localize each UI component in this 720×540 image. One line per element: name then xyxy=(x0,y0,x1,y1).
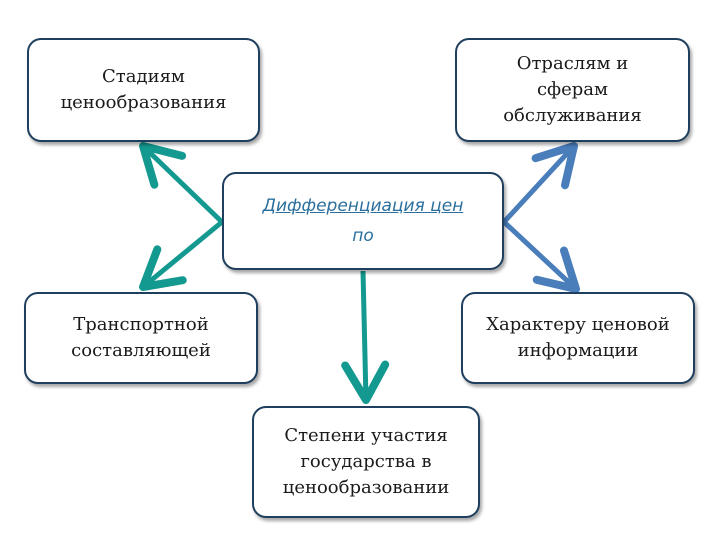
node-info-line2: информации xyxy=(517,340,639,361)
node-stages-line2: ценообразования xyxy=(60,92,227,113)
arrow-to-transport xyxy=(139,220,224,291)
center-title-line1: Дифференциация цен xyxy=(262,196,464,216)
node-transport-line1: Транспортной xyxy=(73,314,209,335)
node-sectors-line1: Отраслям и xyxy=(516,53,629,74)
node-stages-line1: Стадиям xyxy=(102,66,185,87)
node-sectors-line3: обслуживания xyxy=(503,105,642,126)
node-transport: Транспортной составляющей xyxy=(24,292,258,384)
node-sectors-line2: сферам xyxy=(536,79,609,100)
center-node: Дифференциация цен по xyxy=(222,172,504,270)
node-transport-line2: составляющей xyxy=(71,340,211,361)
node-state-line1: Степени участия xyxy=(284,425,448,446)
center-title-line2: по xyxy=(352,226,374,246)
arrow-to-state xyxy=(341,270,390,404)
node-info-line1: Характеру ценовой xyxy=(486,314,670,335)
node-stages: Стадиям ценообразования xyxy=(27,38,260,142)
arrow-to-info xyxy=(502,220,580,293)
node-state-line2: государства в xyxy=(300,451,432,472)
arrow-to-sectors xyxy=(502,142,578,224)
node-info: Характеру ценовой информации xyxy=(461,292,695,384)
node-state: Степени участия государства в ценообразо… xyxy=(252,406,480,518)
arrow-to-stages xyxy=(139,142,224,224)
node-sectors: Отраслям и сферам обслуживания xyxy=(455,38,690,142)
node-state-line3: ценообразовании xyxy=(282,477,450,498)
